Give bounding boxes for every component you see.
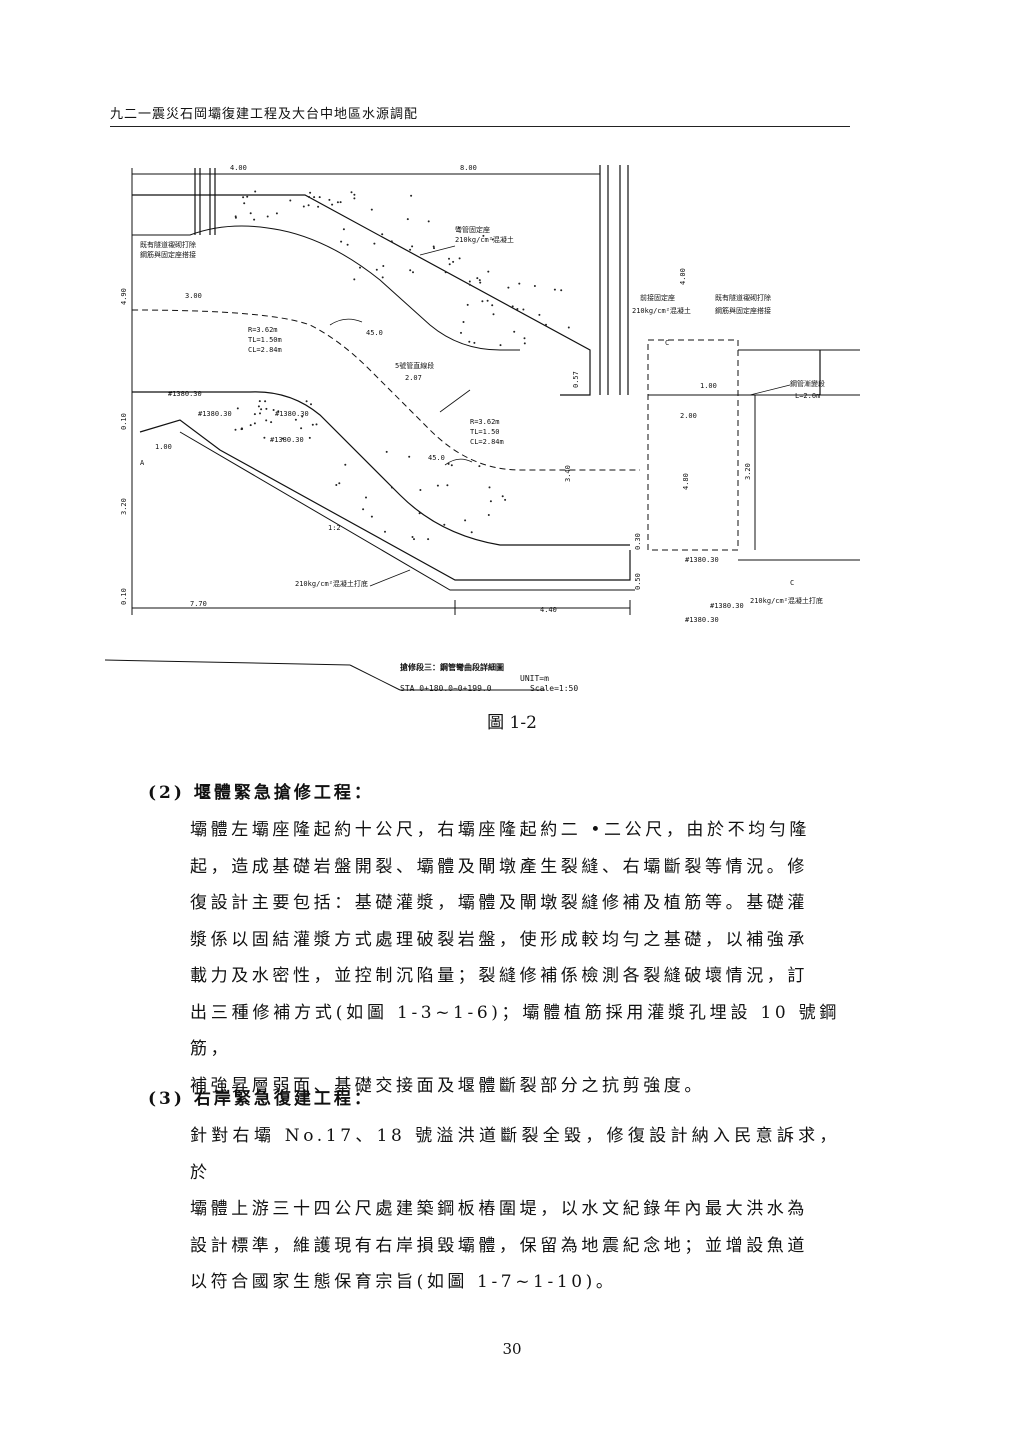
dim-label: 7.70 — [190, 600, 207, 608]
dim-label: 4.00 — [230, 164, 247, 172]
note-label: 前接固定座 — [640, 293, 675, 302]
engineering-drawing: 4.00 8.00 3.00 既有隧道襯砌打除 鋼筋與固定座搭接 彎管固定座 2… — [104, 164, 860, 693]
dim-label: 0.57 — [572, 371, 580, 388]
concrete-hatching — [234, 190, 570, 541]
note-label: 鋼管漸變段 — [790, 379, 825, 388]
para-line: 補強昇層弱面、基礎交接面及堰體斷裂部分之抗剪強度。 — [190, 1075, 705, 1096]
rebar-label: #1380.30 — [275, 410, 309, 418]
page-number: 30 — [502, 1340, 522, 1358]
section-3-body: 針對右壩 No.17、18 號溢洪道斷裂全毀，修復設計納入民意訴求，於 壩體上游… — [190, 1118, 840, 1301]
dim-label: 3.00 — [185, 292, 202, 300]
dim-label: 0.10 — [120, 413, 128, 430]
slope-label: 1:2 — [328, 524, 341, 532]
note-label: L=2.0m — [795, 392, 820, 400]
curve-label: CL=2.84m — [248, 346, 282, 354]
section-mark: C — [790, 579, 794, 587]
para-line: 針對右壩 No.17、18 號溢洪道斷裂全毀，修復設計納入民意訴求，於 — [190, 1126, 840, 1183]
dim-label: 3.20 — [120, 498, 128, 515]
curve-label: TL=1.50 — [470, 428, 500, 436]
curve-label: TL=1.50m — [248, 336, 282, 344]
dim-label: 4.80 — [682, 473, 690, 490]
rebar-label: #1380.30 — [685, 616, 719, 624]
rebar-label: #1380.30 — [168, 390, 202, 398]
para-line: 出三種修補方式(如圖 1-3~1-6)；壩體植筋採用灌漿孔埋設 10 號鋼筋， — [190, 1002, 840, 1060]
curve-label: R=3.62m — [248, 326, 278, 334]
note-label: 210kg/cm²混凝土 — [632, 306, 691, 315]
dim-label: 0.10 — [120, 588, 128, 605]
running-header: 九二一震災石岡壩復建工程及大台中地區水源調配 — [110, 103, 850, 127]
section-2-body: 壩體左壩座隆起約十公尺，右壩座隆起約二 •二公尺，由於不均勻隆 起，造成基礎岩盤… — [190, 812, 840, 1104]
para-line: 起，造成基礎岩盤開裂、壩體及閘墩產生裂縫、右壩斷裂等情況。修 — [190, 856, 808, 877]
drawing-scale: Scale=1:50 — [530, 684, 578, 693]
note-label: 鋼筋與固定座搭接 — [715, 306, 771, 315]
note-label: 210kg/cm²混凝土打底 — [295, 579, 368, 588]
para-line: 漿係以固結灌漿方式處理破裂岩盤，使形成較均勻之基礎，以補強承 — [190, 929, 808, 950]
note-label: 鋼筋與固定座搭接 — [140, 250, 196, 259]
curve-label: R=3.62m — [470, 418, 500, 426]
dim-label: 4.90 — [120, 288, 128, 305]
para-line: 載力及水密性，並控制沉陷量；裂縫修補係檢測各裂縫破壞情況，訂 — [190, 966, 808, 986]
drawing-sta: STA 0+180.0~0+199.0 — [400, 684, 492, 693]
angle-label: 45.0 — [428, 454, 445, 462]
note-label: 210kg/cm²混凝土 — [455, 235, 514, 244]
rebar-label: #1380.30 — [270, 436, 304, 444]
straight-label: 2.07 — [405, 374, 422, 382]
dim-label: 1.00 — [700, 382, 717, 390]
para-line: 以符合國家生態保育宗旨(如圖 1-7~1-10)。 — [190, 1272, 617, 1292]
rebar-label: #1380.30 — [198, 410, 232, 418]
straight-label: 5號管直線段 — [395, 361, 434, 370]
rebar-label: #1380.30 — [710, 602, 744, 610]
para-line: 壩體左壩座隆起約十公尺，右壩座隆起約二 •二公尺，由於不均勻隆 — [190, 820, 811, 840]
section-mark: A — [140, 459, 145, 467]
para-line: 壩體上游三十四公尺處建築鋼板樁圍堤，以水文紀錄年內最大洪水為 — [190, 1199, 808, 1219]
dim-label: 2.00 — [680, 412, 697, 420]
drawing-title: 搶修段三：鋼管彎曲段詳細圖 — [400, 662, 504, 672]
para-line: 設計標準，維護現有右岸損毀壩體，保留為地震紀念地；並增設魚道 — [190, 1235, 808, 1256]
dim-label: 0.50 — [634, 573, 642, 590]
dim-label: 4.40 — [540, 606, 557, 614]
dim-label: 1.00 — [155, 443, 172, 451]
rebar-label: #1380.30 — [685, 556, 719, 564]
header-title: 九二一震災石岡壩復建工程及大台中地區水源調配 — [110, 107, 419, 122]
note-label: 既有隧道襯砌打除 — [715, 293, 771, 302]
dim-label: 4.00 — [679, 268, 687, 285]
dim-label: 8.00 — [460, 164, 477, 172]
drawing-unit: UNIT=m — [520, 674, 549, 683]
note-label: 210kg/cm²混凝土打底 — [750, 596, 823, 605]
angle-label: 45.0 — [366, 329, 383, 337]
para-line: 復設計主要包括：基礎灌漿，壩體及閘墩裂縫修補及植筋等。基礎灌 — [190, 893, 808, 913]
note-label: 彎管固定座 — [455, 225, 490, 234]
section-3-title: (3) 右岸緊急復建工程： — [148, 1089, 374, 1109]
figure-caption: 圖 1-2 — [487, 713, 537, 733]
section-2-title: (2) 堰體緊急搶修工程： — [148, 783, 374, 803]
dim-label: 0.30 — [634, 533, 642, 550]
dim-label: 3.20 — [744, 463, 752, 480]
curve-label: CL=2.84m — [470, 438, 504, 446]
section-mark: C — [665, 339, 669, 347]
dim-label: 3.40 — [564, 465, 572, 482]
note-label: 既有隧道襯砌打除 — [140, 240, 196, 249]
